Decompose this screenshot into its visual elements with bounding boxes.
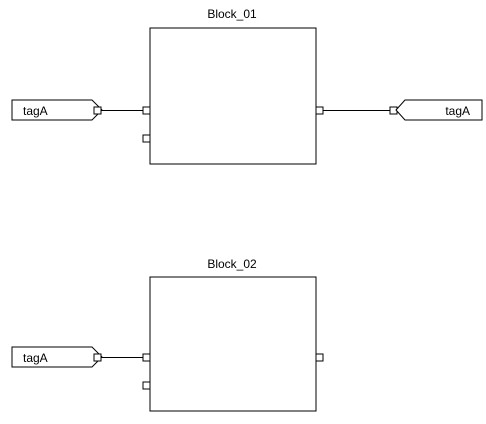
output-reference-tag-label: tagA: [445, 104, 470, 118]
input-reference-pin: [93, 106, 102, 115]
block-02-output-pin-1[interactable]: [315, 353, 324, 362]
input-reference-tag-label: tagA: [23, 351, 48, 365]
input-reference-tag-block-02[interactable]: tagA: [11, 346, 103, 368]
block-01-input-pin-2[interactable]: [142, 134, 151, 143]
input-reference-tag-label: tagA: [23, 104, 48, 118]
block-01-body[interactable]: [149, 27, 317, 165]
block-02-input-pin-2[interactable]: [142, 381, 151, 390]
block-01-input-pin-1[interactable]: [142, 106, 151, 115]
block-02-body[interactable]: [149, 276, 317, 412]
input-reference-tag-block-01[interactable]: tagA: [11, 99, 103, 121]
block-02-title: Block_02: [207, 257, 257, 271]
input-reference-pin: [93, 353, 102, 362]
block-02[interactable]: Block_02: [142, 257, 324, 412]
block-01-output-pin-1[interactable]: [315, 106, 324, 115]
block-01[interactable]: Block_01: [142, 7, 324, 165]
output-reference-tag-block-01[interactable]: tagA: [389, 99, 483, 121]
block-02-input-pin-1[interactable]: [142, 353, 151, 362]
block-01-title: Block_01: [207, 7, 257, 21]
